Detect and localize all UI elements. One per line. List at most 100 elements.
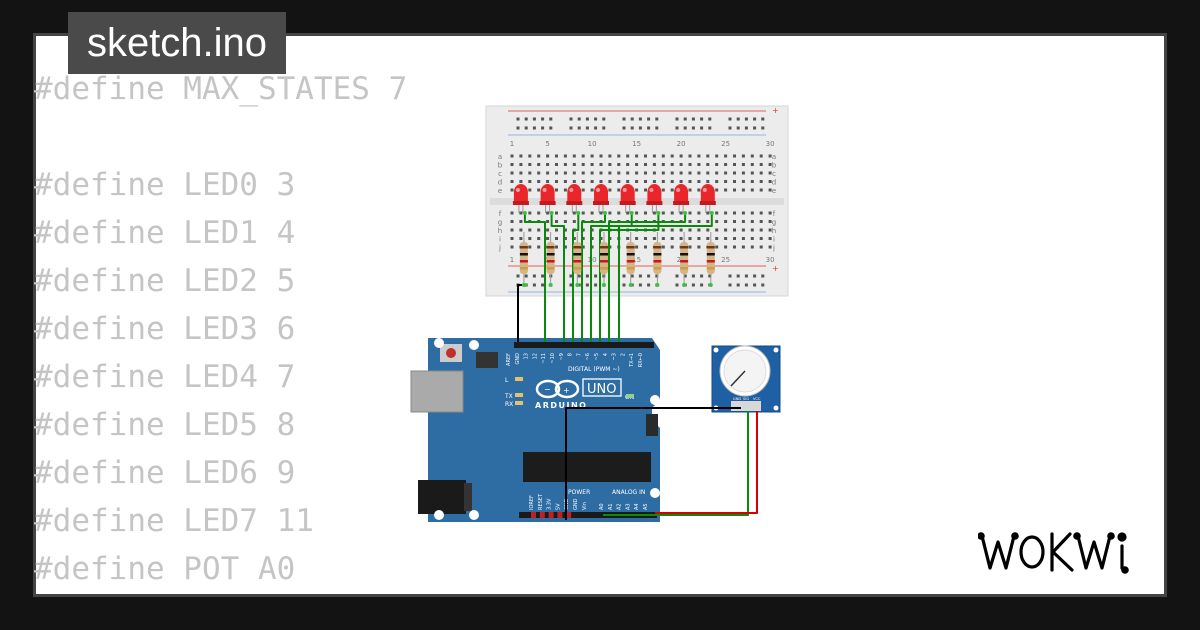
breadboard-hole xyxy=(652,171,656,175)
breadboard-hole xyxy=(768,220,772,223)
led-signal-wire xyxy=(550,213,565,342)
breadboard-hole xyxy=(715,154,719,158)
analog-pin-label: A1 xyxy=(608,503,614,510)
power-pin-label: Vin xyxy=(582,502,588,510)
breadboard-hole xyxy=(519,180,523,183)
led-base xyxy=(619,201,636,205)
digital-pin-label: 7 xyxy=(576,353,582,356)
power-pin-label: RESET xyxy=(538,493,544,510)
resistor-band xyxy=(706,267,715,270)
file-tab[interactable]: sketch.ino xyxy=(68,12,286,74)
breadboard-hole xyxy=(744,126,748,130)
breadboard-hole xyxy=(585,274,589,278)
row-letter-label: e xyxy=(772,187,776,195)
breadboard-hole xyxy=(644,211,647,215)
led xyxy=(540,184,555,202)
breadboard-hole xyxy=(537,237,541,240)
breadboard-hole xyxy=(617,188,621,192)
breadboard-hole xyxy=(555,211,558,215)
breadboard-hole xyxy=(715,211,719,215)
power-pin-highlight xyxy=(566,512,572,518)
code-editor[interactable]: #define MAX_STATES 7#define LED0 3#defin… xyxy=(34,65,407,593)
breadboard-hole xyxy=(661,188,665,192)
breadboard-hole xyxy=(700,274,704,278)
breadboard-hole xyxy=(644,245,647,249)
breadboard-hole xyxy=(697,220,701,223)
breadboard-hole xyxy=(724,220,728,223)
breadboard-hole xyxy=(563,154,567,158)
breadboard-hole xyxy=(759,163,763,166)
breadboard-hole xyxy=(546,228,550,232)
breadboard-hole xyxy=(549,117,553,121)
power-pin-highlight xyxy=(531,512,536,518)
breadboard-hole xyxy=(724,154,728,158)
breadboard-hole xyxy=(733,180,736,183)
code-line: #define LED2 5 xyxy=(34,263,296,299)
resistor xyxy=(680,242,689,274)
breadboard-hole xyxy=(555,220,558,223)
breadboard-hole xyxy=(617,154,621,158)
breadboard-hole xyxy=(655,274,659,278)
breadboard-hole xyxy=(626,180,630,183)
breadboard-hole xyxy=(563,245,567,249)
breadboard-hole xyxy=(524,117,528,121)
breadboard-hole xyxy=(563,188,567,192)
digital-pin-label: GND xyxy=(515,353,521,365)
breadboard-hole xyxy=(590,163,594,166)
breadboard-hole xyxy=(700,117,704,121)
resistor-band xyxy=(706,260,715,263)
breadboard-connection-dot xyxy=(629,211,634,215)
breadboard-hole xyxy=(630,274,634,278)
breadboard-hole xyxy=(594,274,598,278)
breadboard-hole xyxy=(638,274,642,278)
breadboard-hole xyxy=(644,180,647,183)
breadboard-hole xyxy=(510,180,514,183)
breadboard-hole xyxy=(537,245,541,249)
breadboard-hole xyxy=(528,237,532,240)
breadboard-hole xyxy=(661,245,665,249)
resistor-band xyxy=(546,246,555,249)
breadboard-hole xyxy=(750,245,754,249)
analog-pin-label: A4 xyxy=(634,503,640,510)
breadboard-hole xyxy=(647,274,651,278)
digital-pin-label: ~5 xyxy=(594,353,600,360)
breadboard-hole xyxy=(532,274,536,278)
breadboard-hole xyxy=(563,163,567,166)
breadboard-hole xyxy=(736,283,740,287)
breadboard-hole xyxy=(581,180,585,183)
breadboard-hole xyxy=(528,154,532,158)
column-number-label: 30 xyxy=(766,256,775,264)
breadboard-hole xyxy=(528,245,532,249)
breadboard-hole xyxy=(759,154,763,158)
resistor xyxy=(600,242,608,274)
led-signal-wire xyxy=(572,213,580,342)
breadboard-hole xyxy=(728,117,732,121)
breadboard-hole xyxy=(622,126,626,130)
led xyxy=(620,184,635,202)
breadboard-hole xyxy=(555,228,558,232)
breadboard-hole xyxy=(733,171,736,175)
column-number-label: 15 xyxy=(632,256,641,264)
code-line: #define LED1 4 xyxy=(34,215,296,251)
resistor-band xyxy=(680,267,689,270)
breadboard-hole xyxy=(541,126,545,130)
breadboard-hole xyxy=(510,154,514,158)
breadboard-hole xyxy=(608,180,612,183)
breadboard-hole xyxy=(549,126,553,130)
breadboard-hole xyxy=(655,126,659,130)
breadboard-hole xyxy=(670,228,674,232)
breadboard-hole xyxy=(733,220,736,223)
breadboard-connection-dot xyxy=(656,211,661,215)
breadboard-hole xyxy=(581,211,585,215)
breadboard-hole xyxy=(590,171,594,175)
breadboard-hole xyxy=(516,274,520,278)
breadboard-hole xyxy=(697,237,701,240)
row-letter-label: a xyxy=(498,153,502,161)
code-line: #define MAX_STATES 7 xyxy=(34,71,408,107)
row-letter-label: f xyxy=(773,210,776,218)
breadboard-hole xyxy=(617,171,621,175)
breadboard-hole xyxy=(569,274,573,278)
analog-pin-label: A3 xyxy=(625,503,631,510)
breadboard-hole xyxy=(546,180,550,183)
breadboard-hole xyxy=(697,154,701,158)
